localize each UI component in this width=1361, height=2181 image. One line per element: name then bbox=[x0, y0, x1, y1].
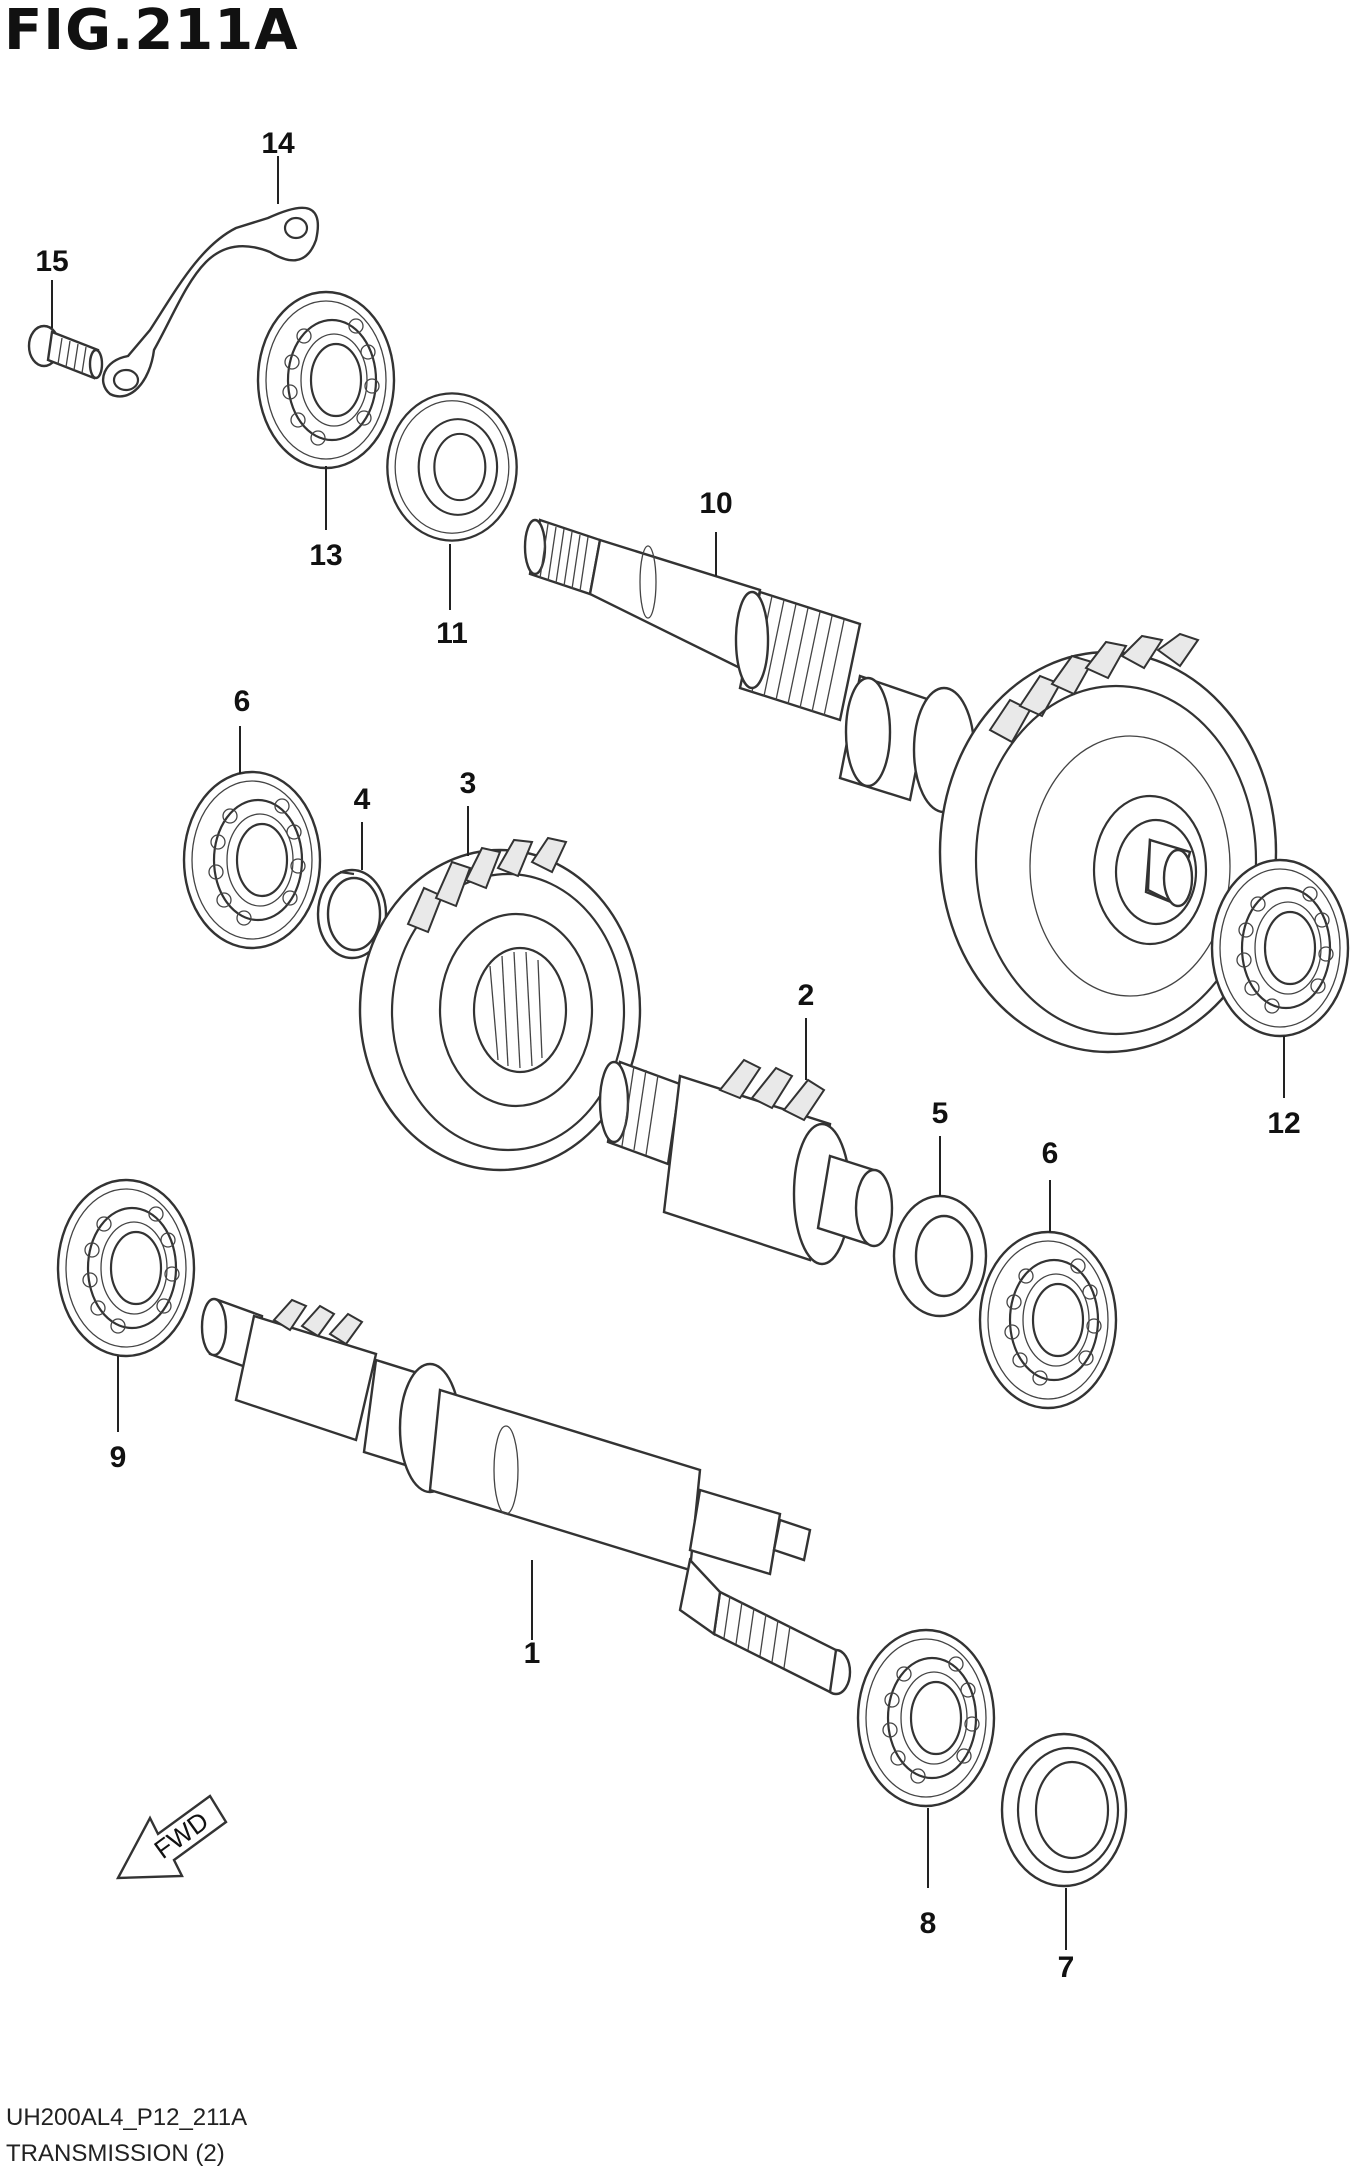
bearing-part-9 bbox=[56, 1178, 196, 1358]
bearing-part-13 bbox=[256, 290, 396, 470]
shaft-part-10 bbox=[523, 518, 1278, 1054]
bearing-part-8 bbox=[856, 1628, 996, 1808]
bearing-part-12 bbox=[1210, 858, 1350, 1038]
gear-part-3 bbox=[358, 836, 642, 1172]
callout-8[interactable]: 8 bbox=[919, 1907, 937, 1940]
figure-code: UH200AL4_P12_211A bbox=[6, 2104, 248, 2131]
callout-10[interactable]: 10 bbox=[699, 487, 733, 520]
figure-title: FIG.211A bbox=[4, 0, 299, 63]
callout-3[interactable]: 3 bbox=[459, 767, 477, 800]
callout-14[interactable]: 14 bbox=[261, 127, 295, 160]
callout-5[interactable]: 5 bbox=[931, 1097, 949, 1130]
callout-11[interactable]: 11 bbox=[436, 617, 468, 650]
callout-12[interactable]: 12 bbox=[1267, 1107, 1301, 1140]
bearing-part-6-lower bbox=[978, 1230, 1118, 1410]
gear-part-2 bbox=[598, 1058, 894, 1266]
oil-seal-part-7 bbox=[1000, 1732, 1128, 1888]
arrow-fwd-icon bbox=[115, 1794, 228, 1880]
callout-15[interactable]: 15 bbox=[35, 245, 69, 278]
callout-2[interactable]: 2 bbox=[797, 979, 815, 1012]
shaft-part-1 bbox=[200, 1297, 852, 1696]
bearing-part-11 bbox=[386, 392, 518, 542]
stopper-plate-part-14 bbox=[101, 206, 319, 398]
washer-part-5 bbox=[892, 1194, 988, 1318]
figure-subtitle: TRANSMISSION (2) bbox=[6, 2140, 225, 2167]
callout-6-upper[interactable]: 6 bbox=[233, 685, 251, 718]
callout-9[interactable]: 9 bbox=[109, 1441, 127, 1474]
callout-6-lower[interactable]: 6 bbox=[1041, 1137, 1059, 1170]
bearing-part-6-upper bbox=[182, 770, 322, 950]
callout-13[interactable]: 13 bbox=[309, 539, 343, 572]
callout-4[interactable]: 4 bbox=[353, 783, 371, 816]
bolt-part-15 bbox=[27, 324, 104, 380]
callout-7[interactable]: 7 bbox=[1057, 1951, 1075, 1984]
circlip-part-4 bbox=[316, 868, 388, 960]
leader-lines bbox=[51, 156, 1285, 1950]
callout-1[interactable]: 1 bbox=[523, 1637, 541, 1670]
